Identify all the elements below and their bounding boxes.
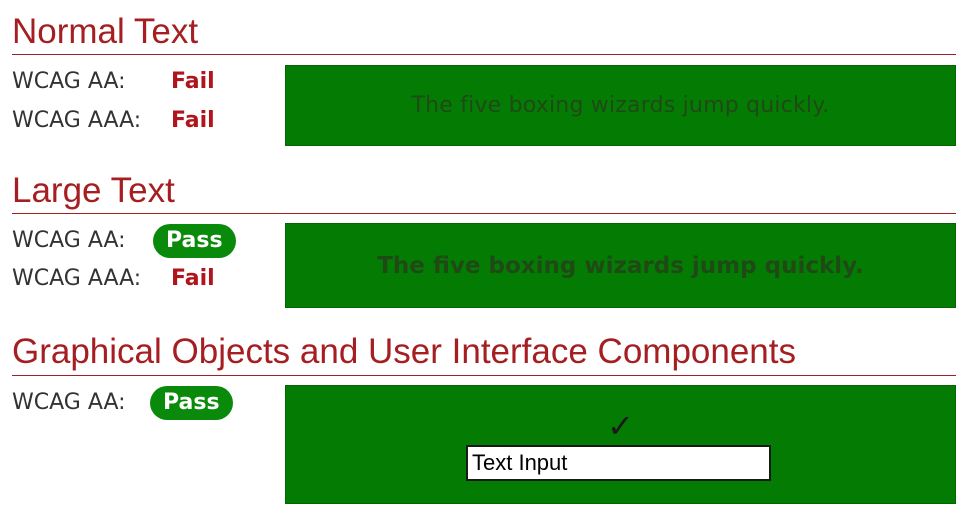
section-title-large-text: Large Text [12,171,175,210]
result-pass-badge: Pass [153,224,236,258]
section-divider [12,375,956,376]
section-title-normal-text: Normal Text [12,12,199,51]
normal-text-sample: The five boxing wizards jump quickly. [285,65,956,146]
result-fail: Fail [171,69,215,94]
sample-text-large: The five boxing wizards jump quickly. [377,252,864,279]
criterion-label-wcag-aa: WCAG AA: [12,390,126,415]
criterion-label-wcag-aa: WCAG AA: [12,69,126,94]
criterion-label-wcag-aa: WCAG AA: [12,228,126,253]
section-title-graphical-objects: Graphical Objects and User Interface Com… [12,332,796,371]
criterion-label-wcag-aaa: WCAG AAA: [12,108,142,133]
checkmark-icon: ✓ [607,406,634,445]
text-input-field[interactable] [466,444,771,481]
section-divider [12,54,956,55]
result-fail: Fail [171,108,215,133]
section-divider [12,213,956,214]
ui-components-sample: ✓ [285,385,956,504]
criterion-label-wcag-aaa: WCAG AAA: [12,266,142,291]
sample-text: The five boxing wizards jump quickly. [411,93,830,118]
result-pass-badge: Pass [150,386,233,420]
result-fail: Fail [171,266,215,291]
large-text-sample: The five boxing wizards jump quickly. [285,223,956,308]
